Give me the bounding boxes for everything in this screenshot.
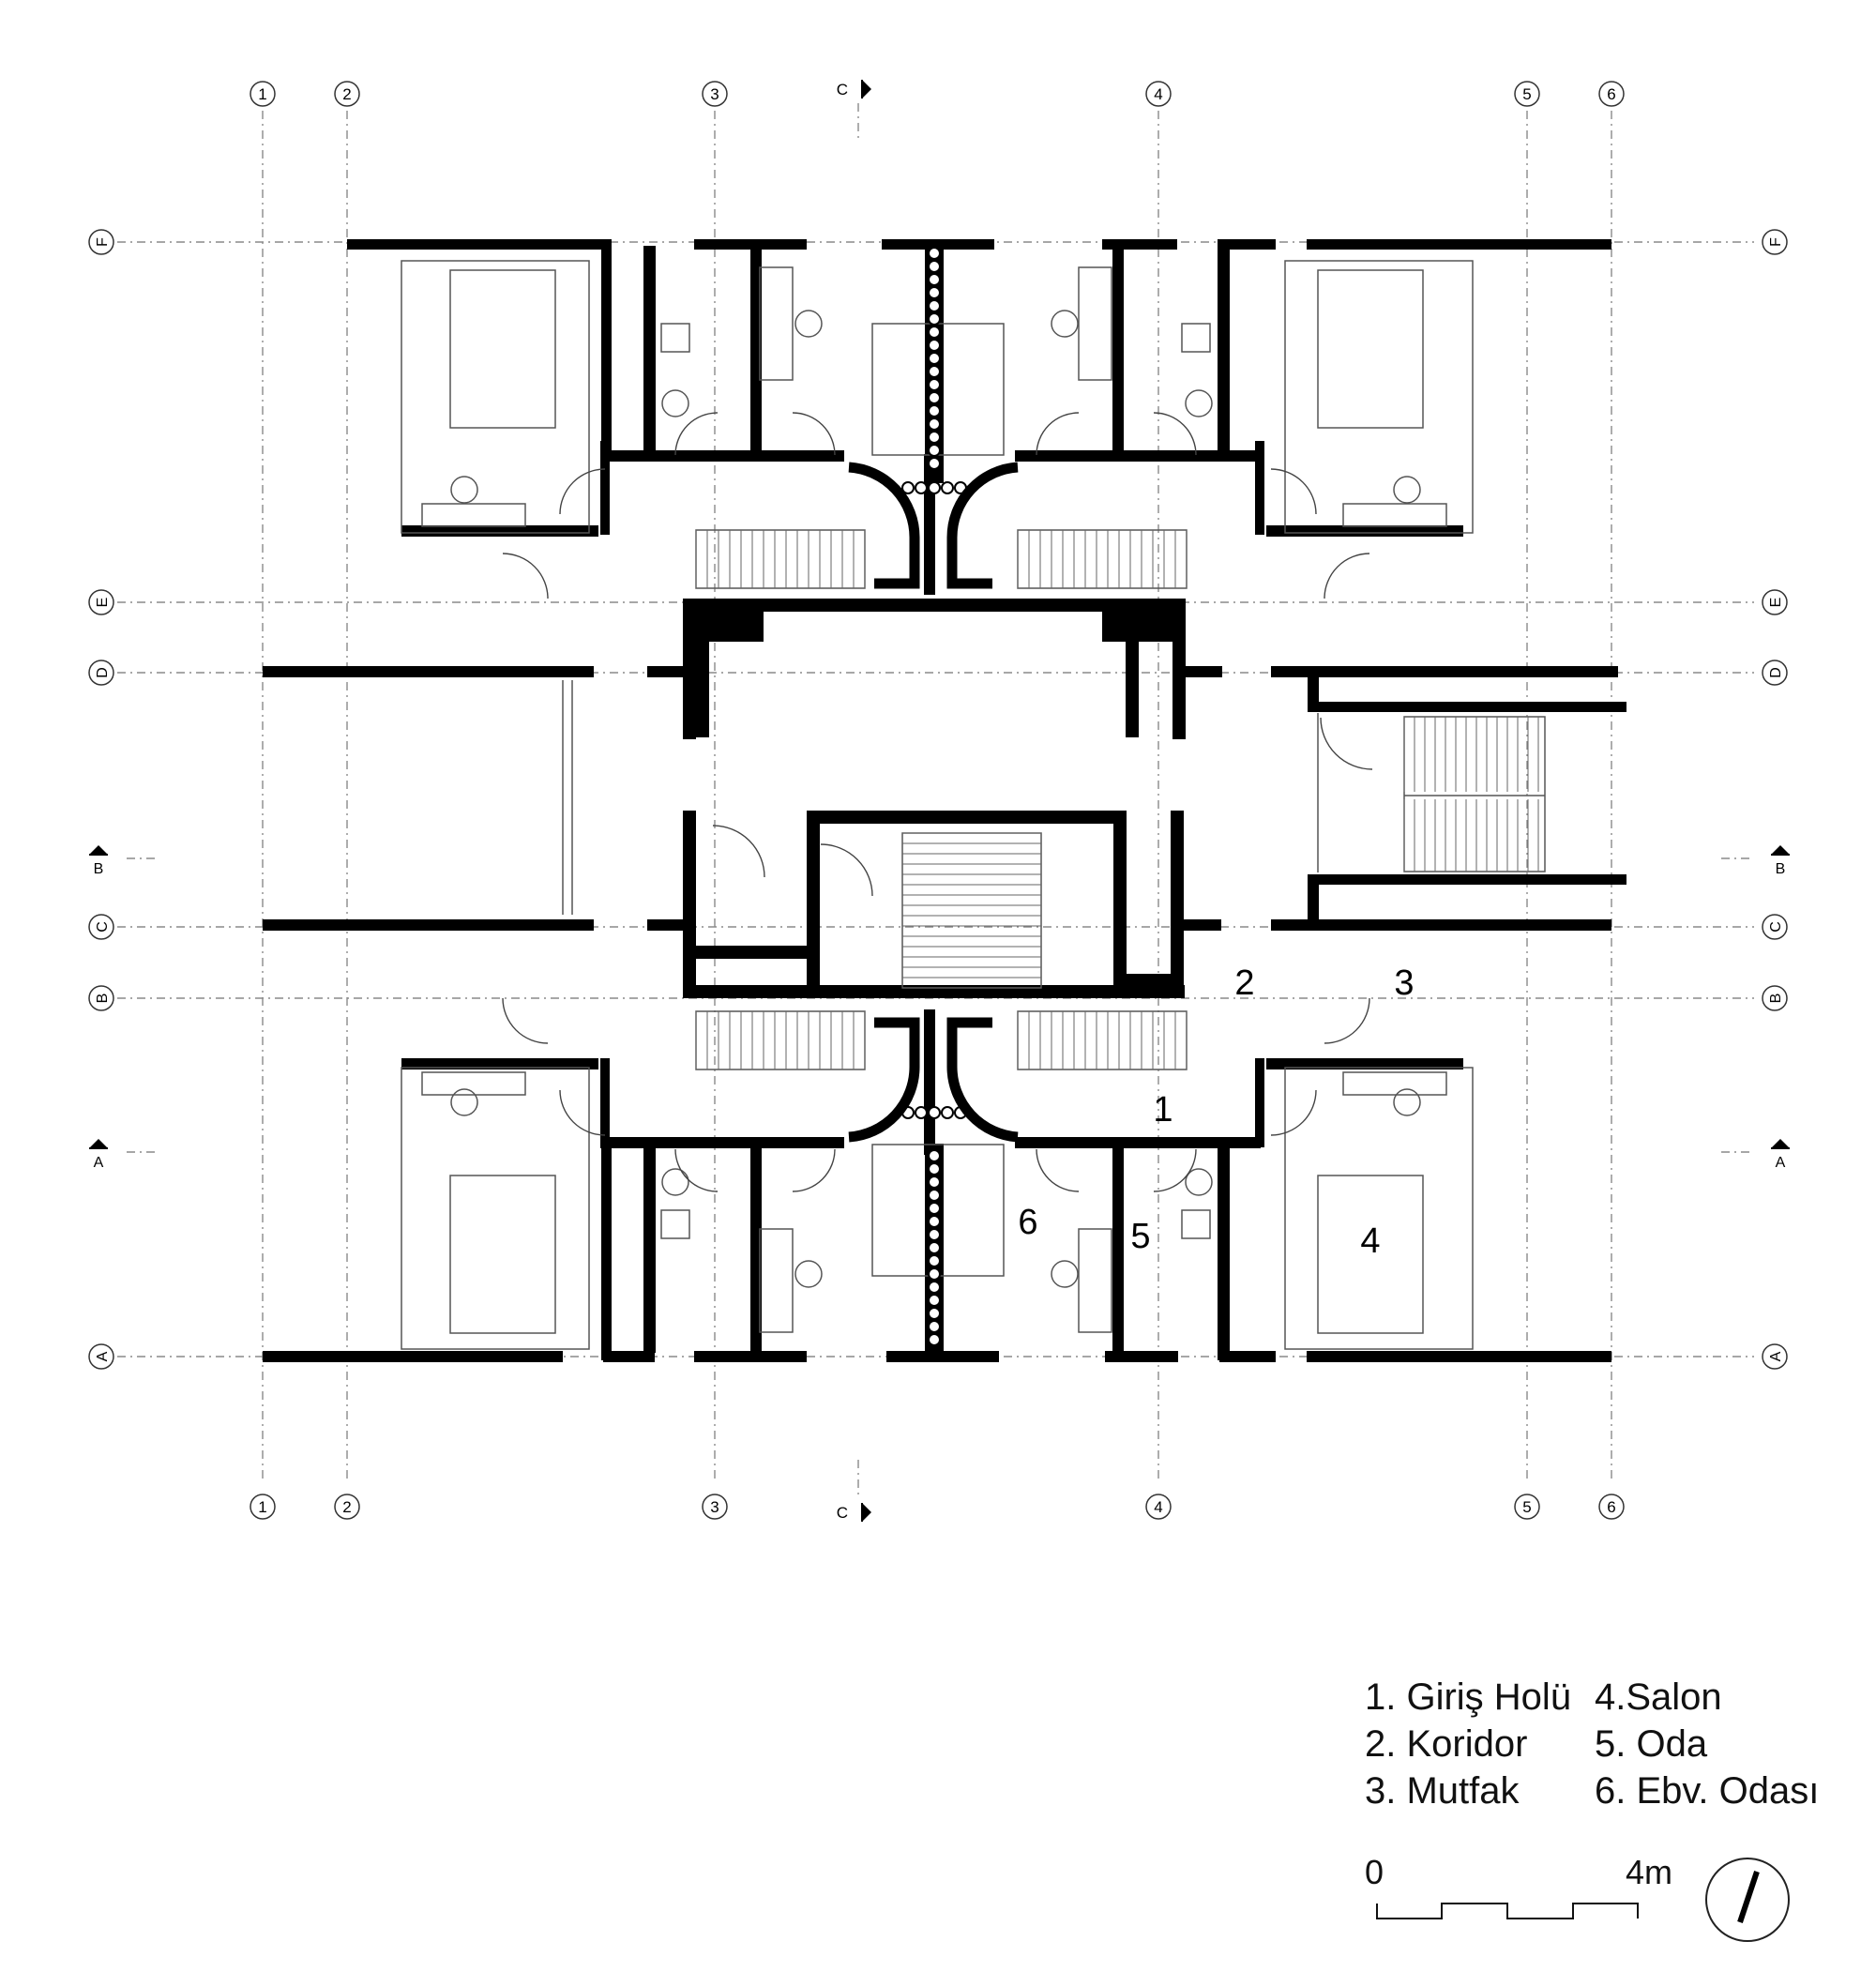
svg-text:D: D (95, 667, 111, 678)
column-dots (901, 247, 967, 1346)
svg-text:C: C (1768, 921, 1784, 933)
door-swings (502, 412, 1373, 1192)
spiral-stair-shells (848, 462, 1019, 1143)
svg-text:6: 6 (1607, 85, 1615, 103)
section-marker-C-bottom: C (837, 1503, 871, 1522)
grid-bubble-row-B-right: B (1762, 985, 1788, 1011)
room-label-2: 2 (1234, 963, 1254, 1003)
svg-text:6: 6 (1607, 1498, 1615, 1516)
section-marker-C-top: C (837, 80, 871, 99)
grid-bubble-col-1-bottom: 1 (250, 1494, 276, 1520)
grid-bubble-col-2-top: 2 (334, 81, 360, 107)
walls (263, 239, 1626, 1362)
scale-bar-group: 0 4m (1365, 1853, 1853, 1956)
grid-bubble-col-1-top: 1 (250, 81, 276, 107)
section-marker-A-3: A (1771, 1139, 1790, 1171)
svg-text:5: 5 (1522, 85, 1531, 103)
legend: 1. Giriş Holü 4.Salon 2. Koridor 5. Oda … (1365, 1675, 1853, 1813)
svg-text:B: B (1776, 861, 1786, 877)
svg-text:5: 5 (1522, 1498, 1531, 1516)
svg-text:1: 1 (258, 1498, 266, 1516)
grid-bubble-row-F-left: F (88, 229, 114, 255)
grid-bubble-col-3-bottom: 3 (702, 1494, 728, 1520)
svg-text:E: E (95, 598, 111, 608)
svg-text:B: B (94, 861, 104, 877)
grid-bubble-col-5-bottom: 5 (1514, 1494, 1540, 1520)
room-label-4: 4 (1360, 1221, 1380, 1261)
room-label-6: 6 (1018, 1203, 1037, 1242)
interior-details (401, 260, 1546, 1350)
svg-text:F: F (95, 237, 111, 247)
grid-bubble-col-6-bottom: 6 (1598, 1494, 1625, 1520)
grid-bubble-row-E-left: E (88, 589, 114, 615)
grid-bubble-row-C-left: C (88, 914, 114, 940)
stair-treads (695, 530, 1539, 1069)
grid-bubble-row-A-left: A (88, 1343, 114, 1370)
room-label-3: 3 (1394, 963, 1414, 1003)
legend-item-giris-holu: 1. Giriş Holü (1365, 1676, 1572, 1718)
legend-item-mutfak: 3. Mutfak (1365, 1770, 1520, 1812)
room-label-5: 5 (1130, 1217, 1150, 1256)
grid-bubble-row-A-right: A (1762, 1343, 1788, 1370)
grid-bubble-col-5-top: 5 (1514, 81, 1540, 107)
svg-text:E: E (1768, 598, 1784, 608)
grid-bubble-col-4-bottom: 4 (1145, 1494, 1172, 1520)
grid-bubble-col-6-top: 6 (1598, 81, 1625, 107)
svg-text:A: A (1768, 1351, 1784, 1361)
grid-bubble-col-2-bottom: 2 (334, 1494, 360, 1520)
section-marker-B-0: B (89, 845, 108, 877)
svg-text:4: 4 (1154, 85, 1162, 103)
room-label-1: 1 (1153, 1090, 1172, 1130)
north-arrow-icon (1705, 1858, 1790, 1942)
svg-text:F: F (1768, 237, 1784, 247)
scale-end-label: 4m (1626, 1853, 1673, 1891)
svg-text:A: A (1776, 1155, 1786, 1171)
room-labels: 1 2 3 4 5 6 (1018, 963, 1414, 1261)
grid-bubble-row-E-right: E (1762, 589, 1788, 615)
section-marker-B-1: B (1771, 845, 1790, 877)
section-marker-A-2: A (89, 1139, 108, 1171)
scale-bar (1376, 1903, 1639, 1919)
svg-text:D: D (1768, 667, 1784, 678)
legend-item-oda: 5. Oda (1595, 1723, 1708, 1765)
svg-text:B: B (95, 994, 111, 1004)
legend-item-ebv-odasi: 6. Ebv. Odası (1595, 1770, 1820, 1812)
svg-text:4: 4 (1154, 1498, 1162, 1516)
svg-text:A: A (94, 1155, 104, 1171)
grid-bubble-row-F-right: F (1762, 229, 1788, 255)
scale-start-label: 0 (1365, 1853, 1384, 1891)
svg-text:C: C (837, 81, 848, 99)
grid-bubble-row-D-left: D (88, 660, 114, 686)
svg-text:C: C (95, 921, 111, 933)
legend-item-koridor: 2. Koridor (1365, 1723, 1528, 1765)
svg-text:3: 3 (710, 85, 719, 103)
grid-bubble-row-C-right: C (1762, 914, 1788, 940)
grid-bubble-row-B-left: B (88, 985, 114, 1011)
grid-bubble-col-4-top: 4 (1145, 81, 1172, 107)
legend-item-salon: 4.Salon (1595, 1676, 1722, 1718)
grid-bubble-row-D-right: D (1762, 660, 1788, 686)
section-markers: C C B B A A (89, 80, 1790, 1522)
svg-text:2: 2 (342, 85, 351, 103)
svg-text:C: C (837, 1504, 848, 1522)
svg-text:2: 2 (342, 1498, 351, 1516)
svg-text:1: 1 (258, 85, 266, 103)
grid-bubble-col-3-top: 3 (702, 81, 728, 107)
svg-text:3: 3 (710, 1498, 719, 1516)
svg-text:B: B (1768, 994, 1784, 1004)
svg-text:A: A (95, 1351, 111, 1361)
